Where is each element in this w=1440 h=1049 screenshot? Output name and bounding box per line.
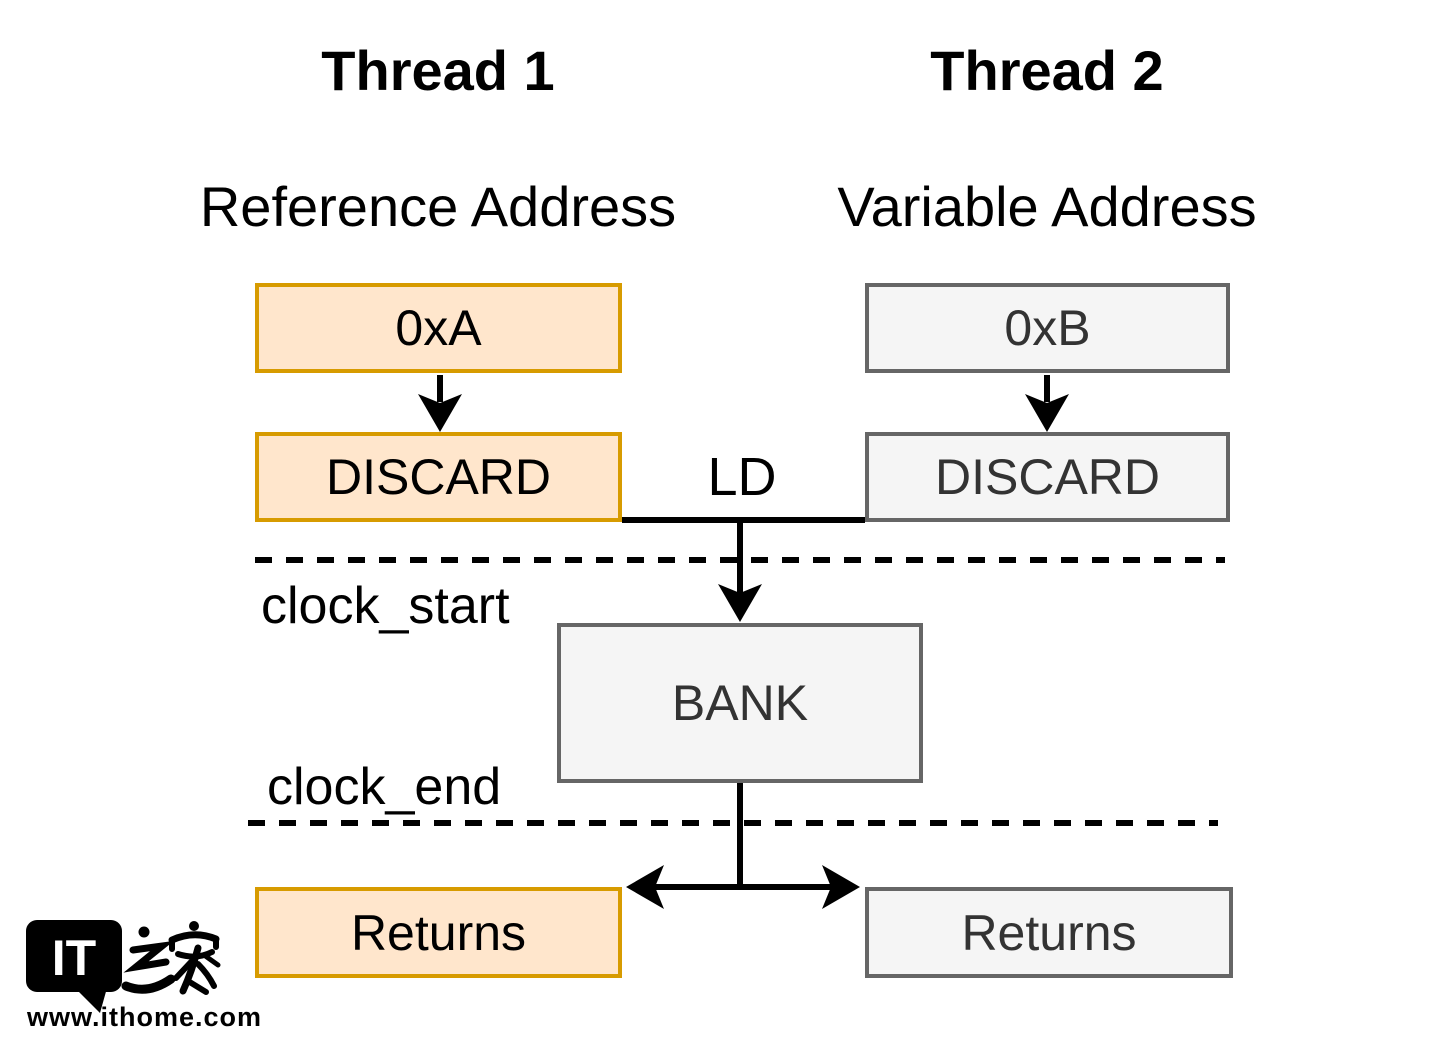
- clock-start-label: clock_start: [261, 577, 510, 635]
- arrowhead-0xB-discard: [1025, 394, 1069, 432]
- arrowhead-returns-right: [822, 865, 860, 909]
- logo-speech-bubble-tail: [75, 988, 107, 1013]
- box-address-0xA: 0xA: [255, 283, 622, 373]
- box-address-0xB-label: 0xB: [1004, 300, 1091, 356]
- box-address-0xA-label: 0xA: [395, 300, 482, 356]
- arrowhead-returns-left: [626, 865, 664, 909]
- logo-cjk-calligraphy-icon: [121, 921, 221, 995]
- box-discard-thread2-label: DISCARD: [934, 449, 1161, 505]
- ld-label: LD: [707, 447, 777, 507]
- clock-end-label: clock_end: [267, 758, 502, 816]
- box-returns-thread2-label: Returns: [961, 904, 1137, 961]
- box-returns-thread2: Returns: [865, 887, 1233, 978]
- thread1-subtitle: Reference Address: [199, 175, 677, 238]
- box-discard-thread2: DISCARD: [865, 432, 1230, 522]
- ithome-url: www.ithome.com: [27, 1002, 263, 1032]
- box-discard-thread1: DISCARD: [255, 432, 622, 522]
- box-returns-thread1-label: Returns: [350, 904, 527, 961]
- arrowhead-0xA-discard: [418, 394, 462, 432]
- thread1-title: Thread 1: [321, 39, 555, 102]
- ithome-logo: IT: [26, 920, 221, 1013]
- box-discard-thread1-label: DISCARD: [325, 449, 552, 505]
- thread2-title: Thread 2: [930, 39, 1164, 102]
- thread2-subtitle: Variable Address: [837, 175, 1257, 238]
- logo-speech-bubble: [26, 920, 122, 992]
- box-address-0xB: 0xB: [865, 283, 1230, 373]
- logo-bubble-text: IT: [52, 930, 96, 986]
- box-bank: BANK: [557, 623, 923, 783]
- arrowhead-ld-bank: [718, 584, 762, 622]
- box-returns-thread1: Returns: [255, 887, 622, 978]
- box-bank-label: BANK: [671, 675, 809, 731]
